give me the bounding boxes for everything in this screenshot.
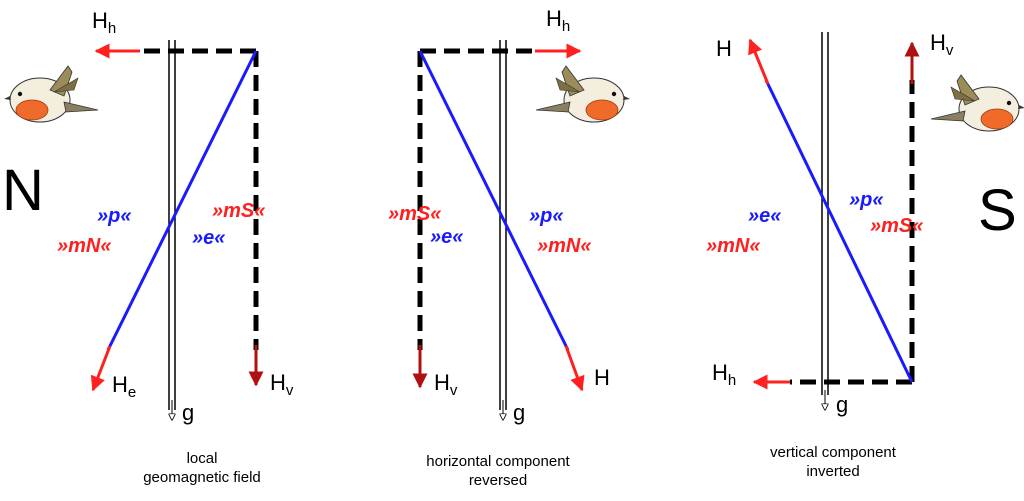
caption-line1: local xyxy=(186,450,218,467)
caption-line2: reversed xyxy=(468,472,528,489)
h-label: H xyxy=(716,36,732,61)
hv-label: Hv xyxy=(270,370,294,399)
caption-line2: inverted xyxy=(806,463,860,480)
g-label: g xyxy=(182,400,194,425)
caption-horizontal-reversed: horizontal component reversed xyxy=(378,452,618,490)
tag-mN: »mN« xyxy=(537,235,591,257)
field-vector-line xyxy=(764,79,914,383)
tag-e: »e« xyxy=(430,226,463,248)
field-vector-line xyxy=(418,50,570,351)
caption-line1: horizontal component xyxy=(426,453,570,470)
caption-line2: geomagnetic field xyxy=(143,469,261,486)
g-label: g xyxy=(836,392,848,417)
panel-horizontal-reversed: Hh H Hv g »mS« »e« »p« »mN« xyxy=(388,6,631,425)
tag-p: »p« xyxy=(97,205,131,227)
robin-bird-icon xyxy=(535,65,631,123)
hh-label: Hh xyxy=(92,8,116,37)
tag-e: »e« xyxy=(748,205,781,227)
south-pole-label: S xyxy=(978,178,1017,243)
tag-mS: »mS« xyxy=(212,200,265,222)
north-pole-label: N xyxy=(2,158,44,223)
caption-line1: vertical component xyxy=(770,444,896,461)
field-vector-line xyxy=(106,50,258,351)
he-arrow-icon xyxy=(90,345,112,392)
h-arrow-icon xyxy=(748,38,770,85)
caption-local-field: local geomagnetic field xyxy=(82,449,322,487)
panel-local-field: Hh He Hv g »p« »mN« »mS« »e« xyxy=(3,8,294,425)
h-label: H xyxy=(594,365,610,390)
he-label: He xyxy=(112,372,136,401)
h-arrow-icon xyxy=(564,345,585,392)
tag-p: »p« xyxy=(849,189,883,211)
tag-p: »p« xyxy=(529,205,563,227)
tag-mS: »mS« xyxy=(870,215,923,237)
tag-mN: »mN« xyxy=(706,235,760,257)
caption-vertical-inverted: vertical component inverted xyxy=(713,443,953,481)
tag-e: »e« xyxy=(192,227,225,249)
tag-mS: »mS« xyxy=(388,203,441,225)
g-label: g xyxy=(513,400,525,425)
hh-label: Hh xyxy=(712,360,736,389)
hh-label: Hh xyxy=(546,6,570,35)
hv-label: Hv xyxy=(930,30,954,59)
hv-label: Hv xyxy=(434,370,458,399)
panel-vertical-inverted: H Hv Hh g »e« »mN« »p« »mS« xyxy=(706,30,1024,417)
robin-bird-icon xyxy=(3,65,99,123)
tag-mN: »mN« xyxy=(57,235,111,257)
robin-bird-icon xyxy=(930,74,1024,132)
